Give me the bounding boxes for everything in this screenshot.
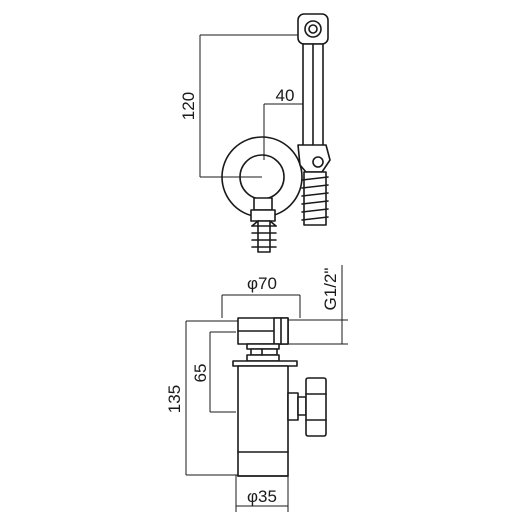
dimension-65-label: 65 bbox=[191, 364, 210, 383]
dimension-40-label: 40 bbox=[276, 86, 295, 105]
dimension-65: 65 bbox=[191, 331, 236, 413]
valve-body bbox=[237, 365, 289, 477]
dimension-120-label: 120 bbox=[179, 92, 198, 120]
dimension-phi35-label: φ35 bbox=[247, 487, 277, 506]
dimension-thread-label: G1/2" bbox=[321, 268, 340, 311]
dimension-120: 120 bbox=[179, 34, 313, 178]
dimension-40: 40 bbox=[263, 86, 318, 160]
hand-shower bbox=[297, 13, 331, 226]
side-outlet bbox=[287, 377, 327, 437]
top-view: 120 40 bbox=[179, 13, 331, 253]
dimension-phi70: φ70 bbox=[221, 274, 301, 318]
dimension-thread: G1/2" bbox=[288, 265, 348, 345]
dimension-phi70-label: φ70 bbox=[247, 274, 277, 293]
hex-nut bbox=[246, 343, 280, 362]
dimension-135: 135 bbox=[165, 320, 238, 476]
dimension-135-label: 135 bbox=[165, 385, 184, 413]
side-view: φ70 G1/2" 65 135 φ35 bbox=[165, 265, 348, 512]
dimension-phi35: φ35 bbox=[235, 475, 289, 512]
flange-head bbox=[237, 317, 289, 345]
lower-hose-connector bbox=[250, 197, 277, 253]
